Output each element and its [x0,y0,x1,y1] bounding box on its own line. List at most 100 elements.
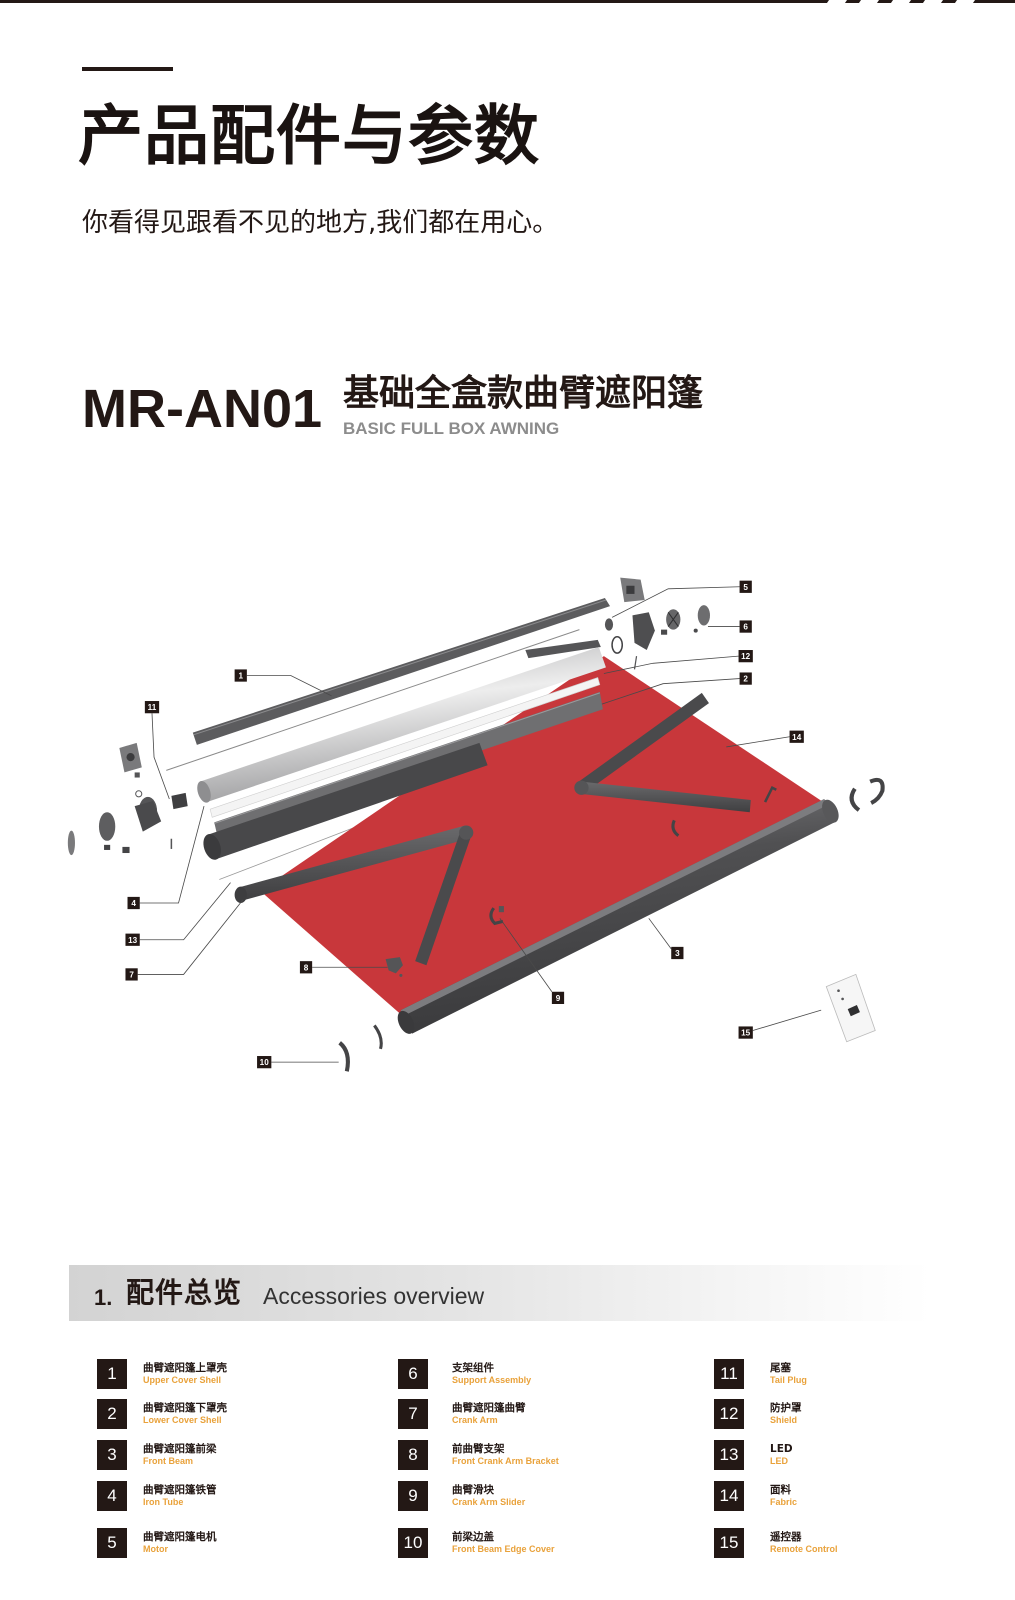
crank-arm-slider-part [489,906,504,926]
accessory-name-cn: 曲臂遮阳篷铁管 [143,1484,217,1496]
accessory-number-badge: 3 [97,1440,127,1470]
accessory-name-cn: 曲臂遮阳篷上罩壳 [143,1362,227,1374]
svg-text:12: 12 [741,652,751,661]
accessory-name-cn: LED [770,1443,793,1455]
accessory-number-badge: 12 [714,1399,744,1429]
front-beam-edge-cover-part [338,1024,383,1072]
svg-text:2: 2 [743,675,748,684]
callout-7: 7 [125,968,138,981]
upper-cover-shell-part [192,597,611,745]
accessory-item: 4 曲臂遮阳篷铁管 Iron Tube [97,1481,347,1511]
svg-text:5: 5 [743,583,748,592]
svg-text:15: 15 [741,1029,751,1038]
accessory-name-cn: 面料 [770,1484,791,1496]
accessory-number-badge: 14 [714,1481,744,1511]
accessory-item: 2 曲臂遮阳篷下罩壳 Lower Cover Shell [97,1399,347,1429]
accessory-item: 8 前曲臂支架 Front Crank Arm Bracket [398,1440,648,1470]
svg-text:3: 3 [675,949,680,958]
accessory-name-en: Front Crank Arm Bracket [452,1456,559,1466]
accessory-item: 15 遥控器 Remote Control [714,1528,964,1558]
product-model: MR-AN01 [82,379,323,439]
accessory-number-badge: 10 [398,1528,428,1558]
product-name-en: BASIC FULL BOX AWNING [343,419,560,438]
accessory-number-badge: 11 [714,1359,744,1389]
leader-line-5 [611,586,740,618]
section-header: 1. 配件总览 Accessories overview [69,1265,931,1321]
callout-9: 9 [551,991,565,1004]
leader-line-7 [137,899,244,975]
accessory-number-badge: 8 [398,1440,428,1470]
title-rule [82,67,173,71]
accessory-item: 13 LED LED [714,1440,964,1470]
accessory-name-cn: 遥控器 [770,1531,802,1543]
clip-part [671,819,680,837]
accessory-number-badge: 5 [97,1528,127,1558]
accessory-name-cn: 曲臂遮阳篷电机 [143,1531,217,1543]
front-crank-arm-bracket-part [385,957,403,977]
accessory-item: 11 尾塞 Tail Plug [714,1359,964,1389]
accessory-name-en: Crank Arm [452,1415,498,1425]
svg-text:8: 8 [304,963,309,972]
svg-text:7: 7 [129,970,134,979]
leader-line-9 [499,918,553,992]
accessory-item: 1 曲臂遮阳篷上罩壳 Upper Cover Shell [97,1359,347,1389]
callout-11: 11 [144,701,160,714]
accessory-item: 12 防护罩 Shield [714,1399,964,1429]
accessory-number-badge: 15 [714,1528,744,1558]
accessory-name-en: Support Assembly [452,1375,532,1385]
end-cap-part [849,777,885,812]
leader-line-4 [139,805,205,904]
clip-part [763,786,777,803]
callout-2: 2 [739,672,752,685]
section-number: 1. [94,1285,113,1310]
accessory-number-badge: 7 [398,1399,428,1429]
callout-10: 10 [257,1056,272,1069]
accessory-number-badge: 2 [97,1399,127,1429]
page-title: 产品配件与参数 [78,99,541,174]
leader-line-15 [752,1009,822,1031]
accessory-item: 9 曲臂滑块 Crank Arm Slider [398,1481,648,1511]
leader-line-14 [726,736,790,748]
callout-5: 5 [739,580,752,593]
accessory-name-cn: 防护罩 [770,1402,802,1414]
motor-assembly-part [67,742,173,856]
accessory-item: 3 曲臂遮阳篷前梁 Front Beam [97,1440,347,1470]
svg-text:6: 6 [743,623,748,632]
motor-rod-part [525,639,601,659]
accessory-name-cn: 曲臂遮阳篷曲臂 [452,1402,526,1414]
accessory-name-cn: 曲臂遮阳篷前梁 [143,1443,217,1455]
exploded-diagram: 1 2 3 4 5 6 7 8 9 10 11 12 13 14 15 [67,577,885,1072]
accessory-number-badge: 6 [398,1359,428,1389]
accessory-name-en: Remote Control [770,1544,838,1554]
fabric-part [260,656,830,1024]
svg-text:1: 1 [238,672,243,681]
leader-line-3 [648,918,672,950]
right-crank-arm-part [574,692,751,813]
accessory-item: 5 曲臂遮阳篷电机 Motor [97,1528,347,1558]
top-border-stripe [826,0,848,3]
accessory-name-en: Iron Tube [143,1497,184,1507]
remote-control-part [825,973,876,1043]
accessory-name-cn: 曲臂滑块 [452,1484,494,1496]
top-border [0,0,1015,3]
accessory-name-en: Crank Arm Slider [452,1497,526,1507]
accessory-item: 14 面料 Fabric [714,1481,964,1511]
callout-12: 12 [738,650,753,663]
accessory-name-en: Motor [143,1544,168,1554]
leader-line-2 [601,678,740,705]
top-border-stripe [922,0,944,3]
callout-15: 15 [738,1026,753,1039]
svg-text:10: 10 [260,1058,270,1067]
accessory-name-en: Front Beam [143,1456,194,1466]
callout-4: 4 [127,896,140,910]
accessory-name-en: Shield [770,1415,798,1425]
accessory-name-en: Fabric [770,1497,798,1507]
svg-text:4: 4 [131,899,136,908]
leader-line-12 [603,655,739,674]
top-border-stripe [954,0,976,3]
accessory-number-badge: 9 [398,1481,428,1511]
led-strip-part [209,677,601,818]
accessory-name-cn: 支架组件 [452,1362,494,1374]
svg-text:14: 14 [792,733,802,742]
callout-3: 3 [671,946,684,960]
